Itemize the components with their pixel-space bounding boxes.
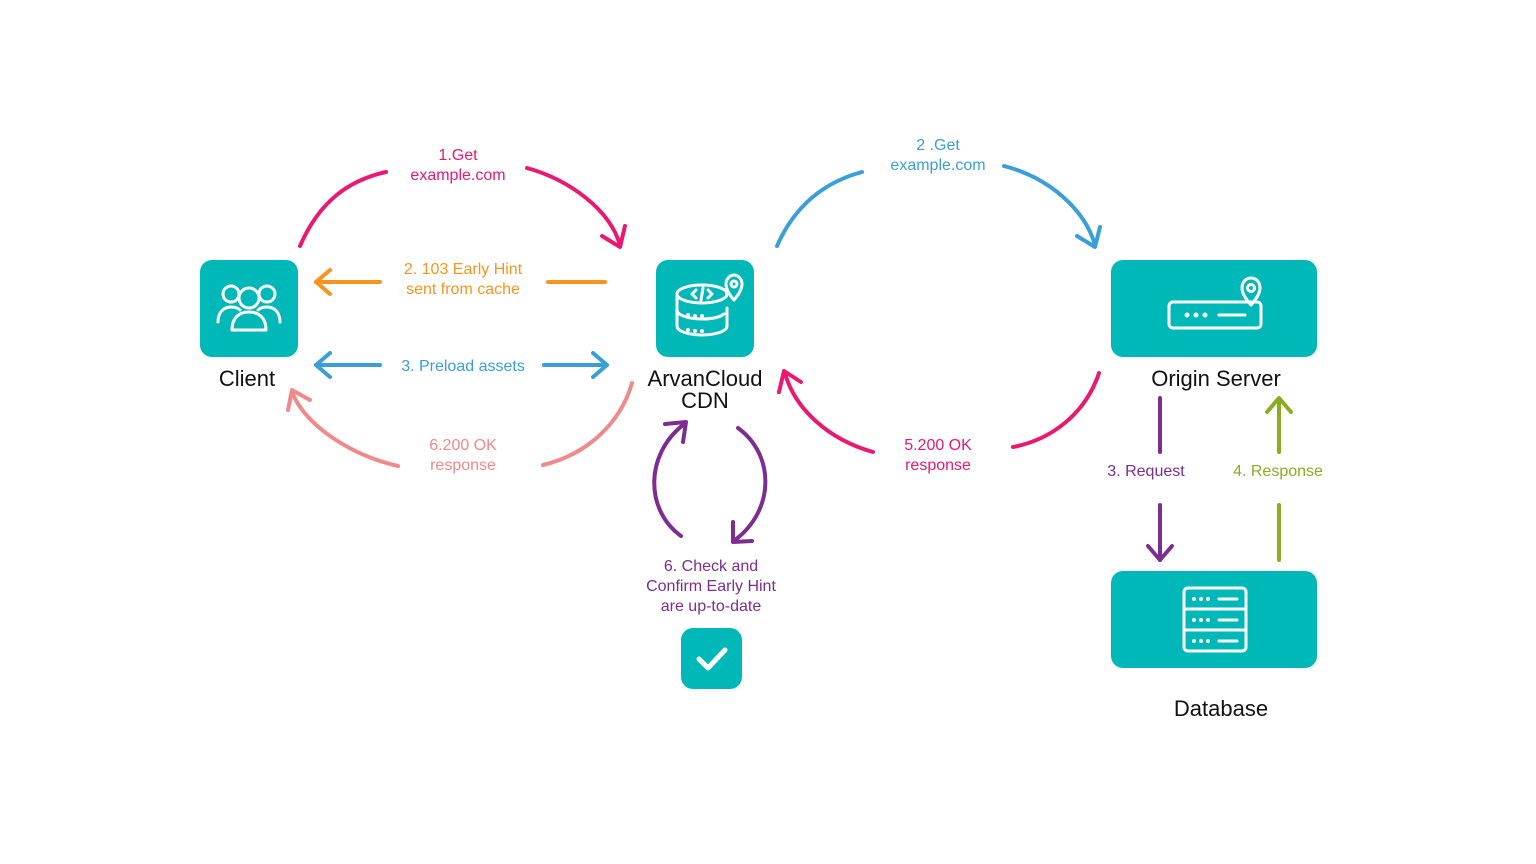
client-node (200, 260, 298, 357)
arrow-get-cdn-to-origin (775, 170, 864, 248)
label-step6-ok: 6.200 OK response (429, 436, 497, 476)
arrow-head-request (1146, 544, 1174, 562)
label-step1-get: 1.Get example.com (410, 146, 505, 186)
cdn-label: ArvanCloud CDN (630, 368, 780, 412)
server-rack-icon (1182, 586, 1248, 653)
label-step2-get: 2 .Get example.com (890, 136, 985, 176)
arrow-ok-cdn-to-client (541, 381, 634, 467)
label-step1-line2: example.com (410, 167, 506, 184)
label-early-hint-line1: 2. 103 Early Hint (403, 261, 523, 278)
arrow-ok-origin-to-cdn-tail (783, 371, 875, 454)
label-early-hint: 2. 103 Early Hint sent from cache (404, 260, 522, 300)
arrow-head-check-right (731, 520, 754, 544)
label-request: 3. Request (1107, 462, 1184, 482)
arrow-check-cycle-left (652, 423, 685, 538)
checkmark-icon (696, 647, 728, 671)
cdn-label-line2: CDN (681, 388, 729, 413)
label-step2-line2: example.com (890, 157, 986, 174)
label-step6-ok-line2: response (430, 457, 496, 474)
cdn-label-line1: ArvanCloud (647, 366, 763, 391)
label-check-confirm: 6. Check and Confirm Early Hint are up-t… (646, 557, 776, 617)
label-preload-assets: 3. Preload assets (401, 357, 525, 377)
arrow-head-preload-left (314, 351, 332, 379)
label-preload-line1: 3. Preload assets (401, 358, 525, 375)
cdn-node (656, 260, 754, 357)
arrow-head-preload-right (591, 351, 609, 379)
users-icon (216, 284, 282, 332)
arrow-ok-origin-to-cdn (1011, 371, 1101, 449)
arrow-get-client-to-cdn (298, 170, 388, 248)
arrow-check-cycle-right (733, 426, 768, 542)
label-early-hint-line2: sent from cache (406, 281, 520, 298)
database-code-icon (675, 273, 744, 337)
label-request-line1: 3. Request (1107, 463, 1185, 480)
label-step6-ok-line1: 6.200 OK (429, 437, 497, 454)
server-location-icon (1167, 276, 1263, 330)
label-step2-line1: 2 .Get (916, 137, 960, 154)
arrow-head-get-origin (1075, 225, 1102, 249)
origin-server-label: Origin Server (1151, 366, 1281, 391)
arrow-head-early-hint (314, 268, 332, 296)
label-response-line1: 4. Response (1233, 463, 1323, 480)
label-step5-ok-line1: 5.200 OK (904, 437, 972, 454)
label-step5-ok-line2: response (905, 457, 971, 474)
arrow-ok-cdn-to-client-tail (290, 390, 400, 468)
arrow-head-get-cdn (600, 224, 627, 249)
arrow-head-ok-client (286, 388, 312, 412)
origin-server-node (1111, 260, 1317, 357)
label-check-line1: 6. Check and (663, 558, 759, 575)
label-check-line3: are up-to-date (660, 598, 762, 615)
label-step5-ok: 5.200 OK response (904, 436, 972, 476)
arrow-head-check-left (663, 420, 688, 444)
label-check-line2: Confirm Early Hint (646, 578, 776, 595)
label-response: 4. Response (1233, 462, 1323, 482)
arrow-get-cdn-to-origin-tail (1002, 164, 1097, 247)
arrow-head-ok-cdn (777, 369, 803, 394)
database-label: Database (1173, 696, 1269, 721)
client-label: Client (218, 366, 276, 391)
check-node (681, 628, 742, 689)
arrow-get-client-to-cdn-tail (525, 166, 622, 247)
arrow-head-response (1265, 396, 1293, 414)
label-step1-line1: 1.Get (438, 147, 478, 164)
database-node (1111, 571, 1317, 668)
